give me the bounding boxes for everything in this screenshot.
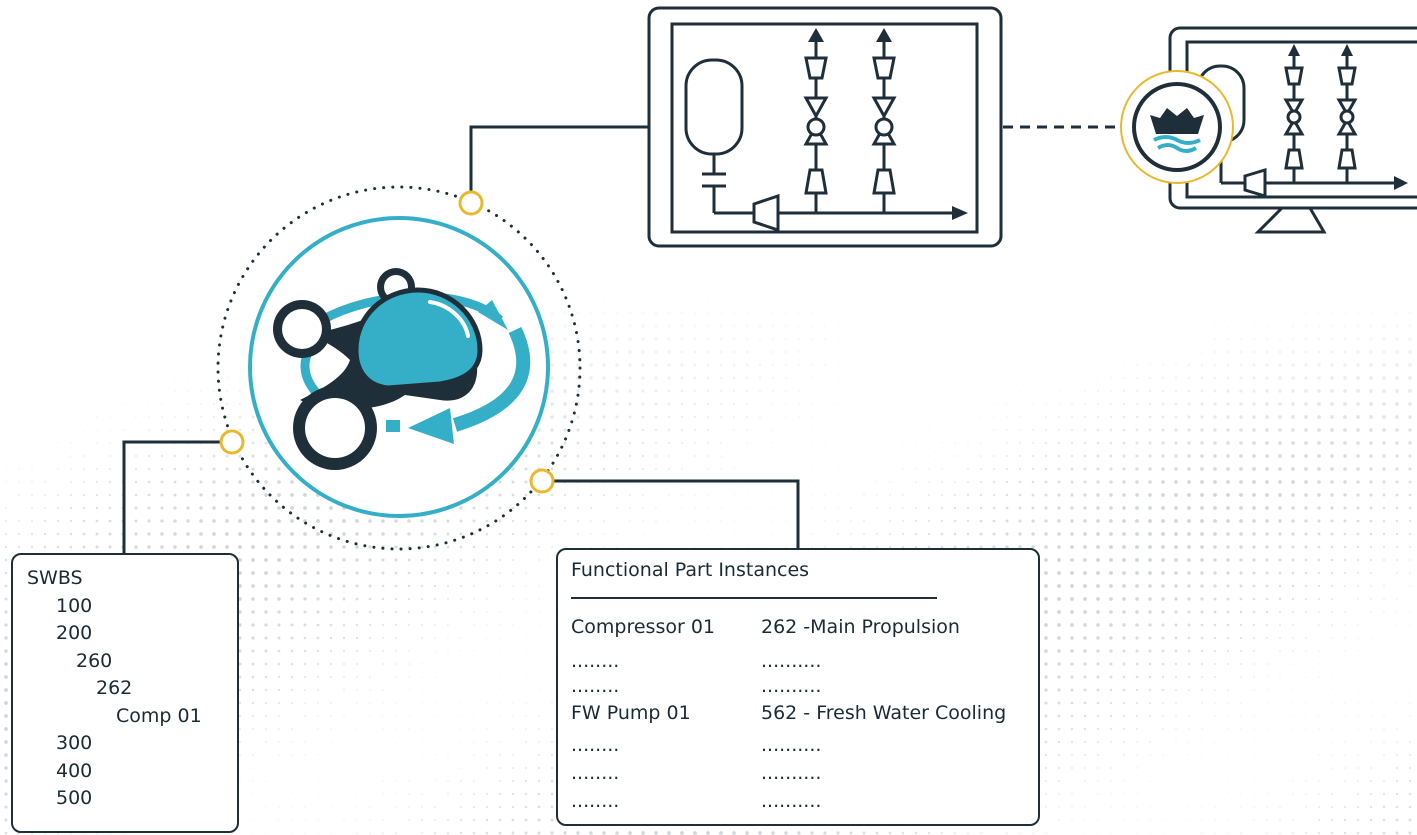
fpi-system: 562 - Fresh Water Cooling bbox=[761, 702, 1007, 724]
fpi-part: ........ bbox=[571, 734, 620, 756]
fpi-title: Functional Part Instances bbox=[571, 559, 810, 581]
swbs-item: 260 bbox=[76, 649, 113, 672]
fpi-system: .......... bbox=[761, 762, 822, 784]
fpi-system: .......... bbox=[761, 734, 822, 756]
dotted-orbit-ring bbox=[216, 185, 582, 551]
swbs-item: SWBS bbox=[27, 567, 83, 589]
fpi-system: 262 -Main Propulsion bbox=[761, 616, 960, 638]
swbs-item: 500 bbox=[56, 787, 93, 809]
connector-to-fpi bbox=[541, 479, 800, 548]
connector-to-pid bbox=[469, 125, 649, 200]
connector-to-swbs bbox=[122, 440, 231, 553]
node-top bbox=[458, 190, 484, 216]
valve-stack-1 bbox=[803, 38, 829, 213]
fpi-divider bbox=[571, 597, 937, 599]
functional-part-instances-panel: Functional Part Instances Compressor 01 2… bbox=[556, 548, 1040, 826]
ship-logo-icon bbox=[1120, 70, 1234, 184]
gear-bottom bbox=[293, 386, 377, 470]
swbs-item: 200 bbox=[56, 622, 93, 644]
fpi-system: .......... bbox=[761, 790, 822, 812]
pid-schematic-panel bbox=[647, 6, 1003, 248]
fpi-system: .......... bbox=[761, 650, 822, 672]
valve-stack-2 bbox=[871, 38, 897, 213]
fpi-part: ........ bbox=[571, 762, 620, 784]
node-right bbox=[529, 468, 555, 494]
fpi-part: ........ bbox=[571, 675, 620, 697]
monitor-display bbox=[1168, 26, 1417, 234]
swbs-item: Comp 01 bbox=[116, 704, 202, 727]
swbs-item: 300 bbox=[56, 732, 93, 754]
swbs-item: 100 bbox=[56, 594, 93, 617]
connector-lines bbox=[122, 125, 1122, 553]
fpi-part: ........ bbox=[571, 650, 620, 672]
swbs-item: 400 bbox=[56, 759, 93, 782]
connection-nodes bbox=[219, 190, 555, 494]
fpi-part: ........ bbox=[571, 790, 620, 812]
swbs-item: 262 bbox=[96, 677, 133, 699]
node-left bbox=[219, 429, 245, 455]
fpi-part: Compressor 01 bbox=[571, 616, 715, 638]
network-hub-icon bbox=[273, 268, 531, 470]
gear-left bbox=[273, 300, 331, 358]
fpi-system: .......... bbox=[761, 675, 822, 697]
fpi-part: FW Pump 01 bbox=[571, 702, 691, 724]
